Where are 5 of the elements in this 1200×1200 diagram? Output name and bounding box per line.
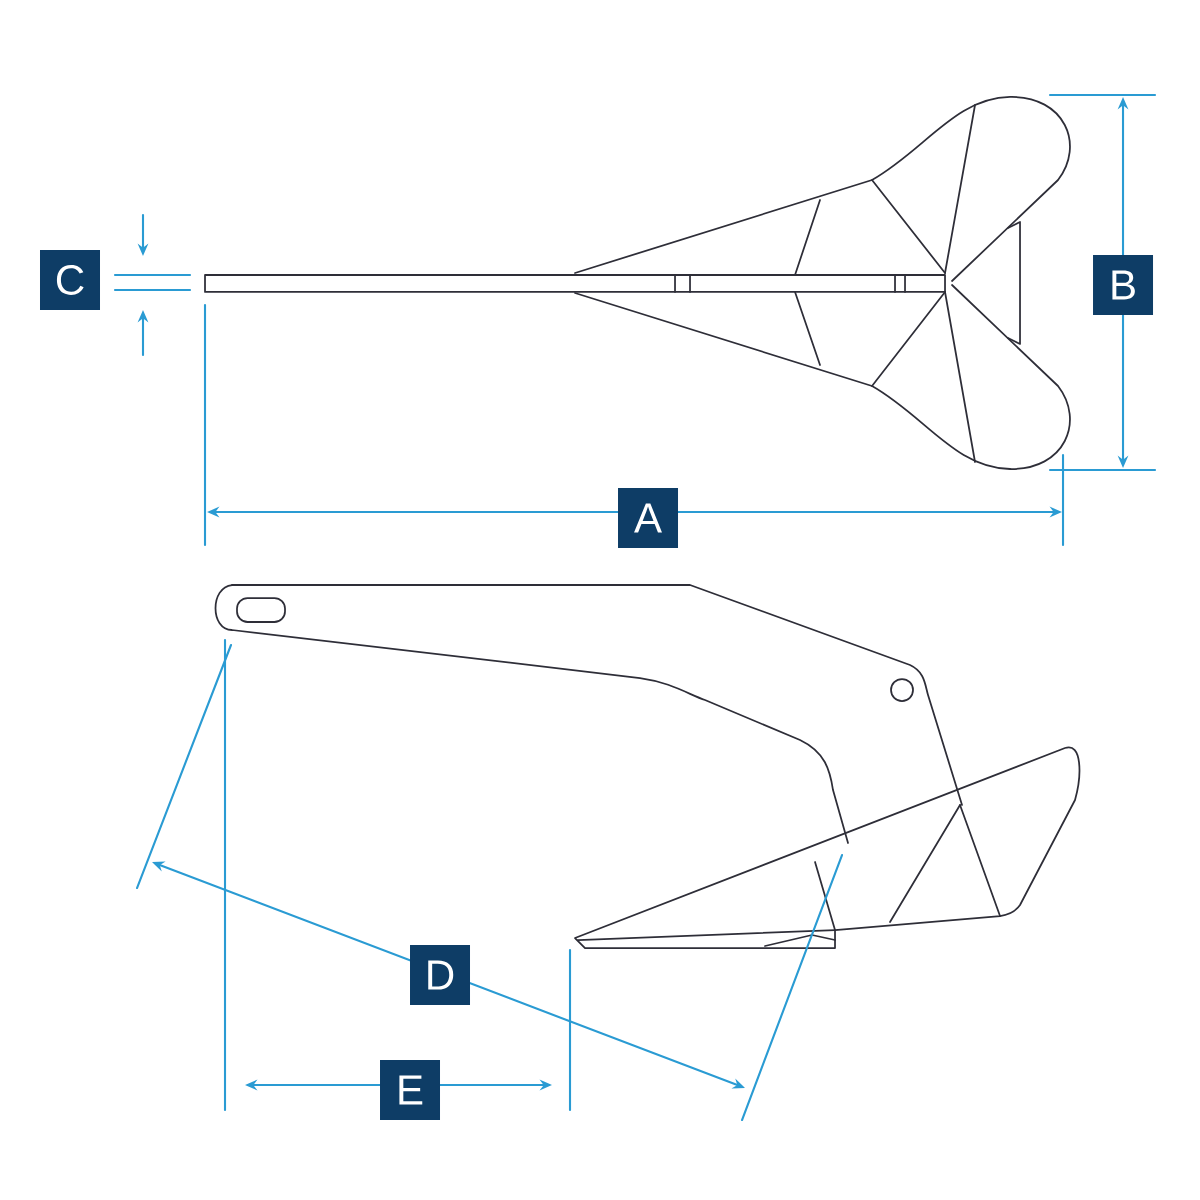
dimension-badge: E xyxy=(380,1060,440,1120)
dimension-badge: B xyxy=(1093,255,1153,315)
dimension-badge: C xyxy=(40,250,100,310)
dimension-badge: A xyxy=(618,488,678,548)
dimension-badge: D xyxy=(410,945,470,1005)
